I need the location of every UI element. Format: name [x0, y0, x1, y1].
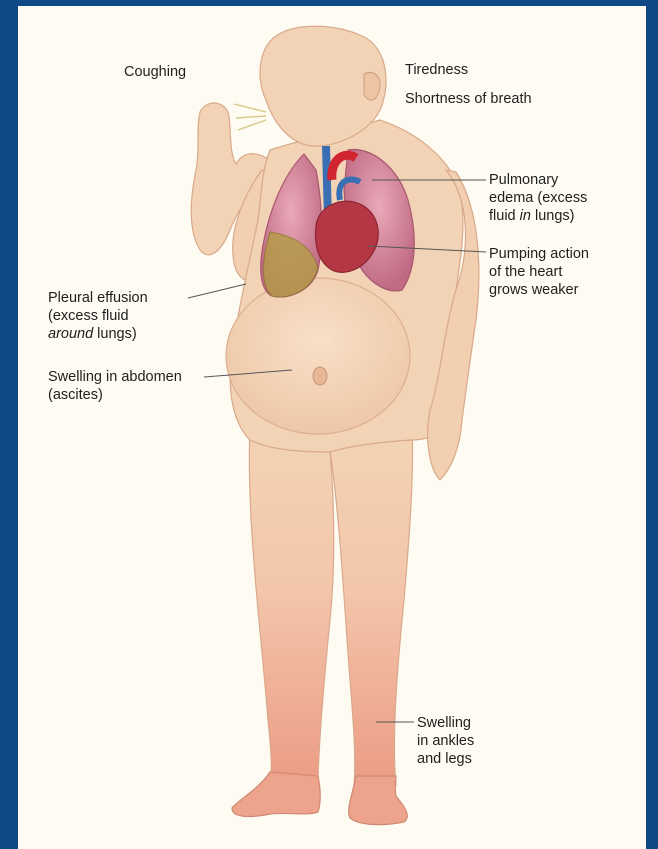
right-foot [349, 776, 408, 825]
label-tiredness: Tiredness [405, 61, 468, 79]
pleural-effusion-line3-post: lungs) [93, 326, 137, 342]
cough-spray [234, 104, 266, 130]
label-pleural-effusion: Pleural effusion (excess fluid around lu… [48, 289, 148, 343]
pulmonary-edema-line3: fluid in lungs) [489, 207, 587, 225]
left-leg [249, 430, 333, 786]
swelling-legs-line1: Swelling [417, 714, 474, 732]
navel [313, 367, 327, 385]
pleural-effusion-line1: Pleural effusion [48, 289, 148, 307]
pleural-effusion-line2: (excess fluid [48, 307, 148, 325]
label-swelling-legs: Swelling in ankles and legs [417, 714, 474, 768]
pumping-action-line3: grows weaker [489, 281, 589, 299]
pointer-pleural-effusion [188, 284, 246, 298]
label-pumping-action: Pumping action of the heart grows weaker [489, 245, 589, 299]
pumping-action-line1: Pumping action [489, 245, 589, 263]
pumping-action-line2: of the heart [489, 263, 589, 281]
label-swelling-abdomen: Swelling in abdomen (ascites) [48, 368, 182, 404]
right-leg [330, 430, 413, 786]
shortness-of-breath-text: Shortness of breath [405, 90, 532, 108]
coughing-text: Coughing [124, 63, 186, 81]
pulmonary-edema-line3-pre: fluid [489, 208, 520, 224]
swelling-legs-line3: and legs [417, 750, 474, 768]
pulmonary-edema-line2: edema (excess [489, 189, 587, 207]
label-pulmonary-edema: Pulmonary edema (excess fluid in lungs) [489, 171, 587, 225]
pulmonary-edema-line3-post: lungs) [531, 208, 575, 224]
pleural-effusion-line3-em: around [48, 326, 93, 342]
belly [226, 278, 410, 434]
label-coughing: Coughing [124, 63, 186, 81]
pulmonary-edema-line1: Pulmonary [489, 171, 587, 189]
swelling-abdomen-line2: (ascites) [48, 386, 182, 404]
swelling-abdomen-line1: Swelling in abdomen [48, 368, 182, 386]
pulmonary-edema-line3-em: in [520, 208, 531, 224]
swelling-legs-line2: in ankles [417, 732, 474, 750]
label-shortness-of-breath: Shortness of breath [405, 90, 532, 108]
tiredness-text: Tiredness [405, 61, 468, 79]
ear [364, 72, 380, 100]
left-foot [232, 772, 320, 816]
pleural-effusion-line3: around lungs) [48, 325, 148, 343]
